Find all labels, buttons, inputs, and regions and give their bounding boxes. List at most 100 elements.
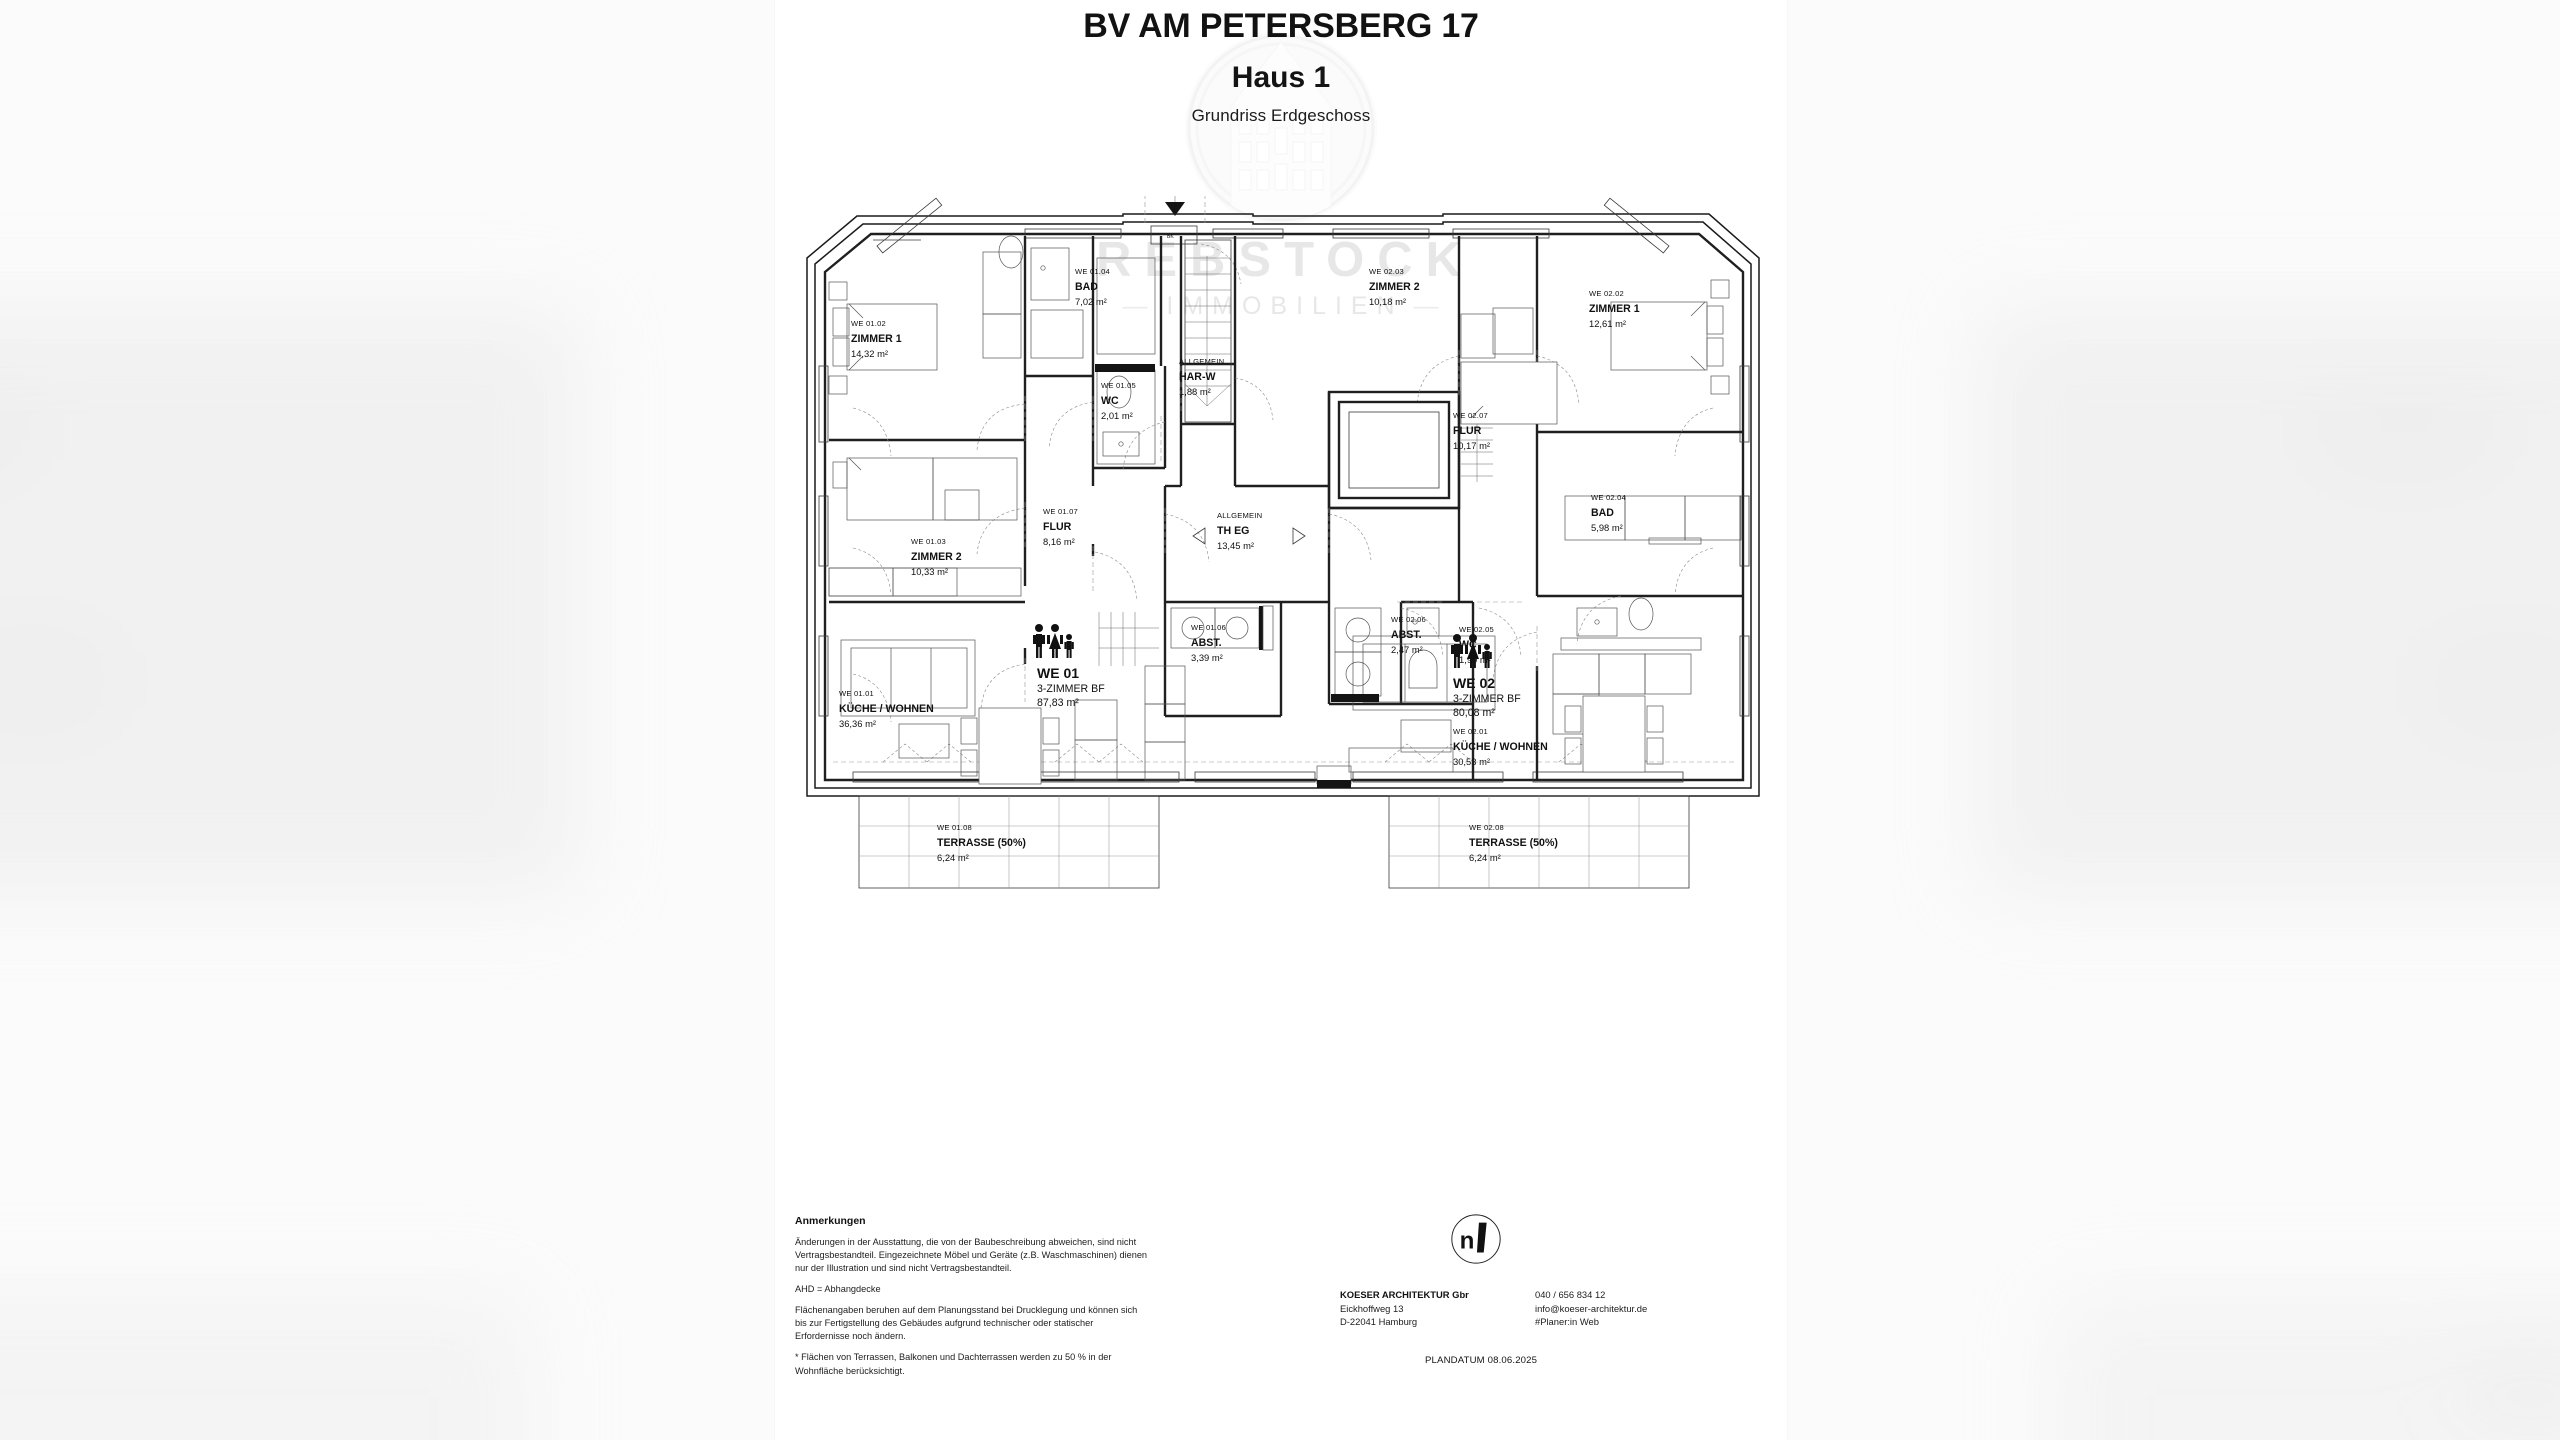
plan-date: PLANDATUM 08.06.2025 <box>1425 1355 1538 1366</box>
hatch-marks <box>1098 391 1493 666</box>
furniture-wc-we01 <box>1095 364 1156 465</box>
furniture-bath-we01 <box>998 235 1156 359</box>
room-area: 10,33 m² <box>911 566 948 577</box>
company-street: Eickhoffweg 13 <box>1340 1302 1404 1314</box>
notes-heading: Anmerkungen <box>795 1215 866 1227</box>
company-email[interactable]: info@koeser-architektur.de <box>1535 1302 1648 1314</box>
room-code: WE 01.01 <box>839 689 874 698</box>
title-block: BV AM PETERSBERG 17 Haus 1 Grundriss Erd… <box>775 7 1787 126</box>
room-name: ZIMMER 1 <box>851 333 902 345</box>
room-label-we0207: WE 02.07 FLUR 10,17 m² <box>1453 411 1490 451</box>
room-label-har-w: ALLGEMEIN HAR-W 1,88 m² <box>1179 357 1224 397</box>
room-code: WE 01.06 <box>1191 623 1226 632</box>
room-label-we0101: WE 01.01 KÜCHE / WOHNEN 36,36 m² <box>839 689 934 729</box>
room-code: WE 02.07 <box>1453 411 1488 420</box>
family-pictogram-icon <box>1451 634 1492 668</box>
note-paragraph-3: Flächenangaben beruhen auf dem Planungss… <box>795 1305 1138 1342</box>
appliances-abst <box>1170 605 1440 702</box>
note-paragraph-2: AHD = Abhangdecke <box>795 1284 881 1295</box>
page-subtitle: Haus 1 <box>1231 61 1331 95</box>
room-label-we0206: WE 02.06 ABST. 2,47 m² <box>1391 615 1426 655</box>
room-code: WE 02.03 <box>1369 267 1404 276</box>
room-label-we0203: WE 02.03 ZIMMER 2 10,18 m² <box>1369 267 1420 307</box>
company-name: KOESER ARCHITEKTUR Gbr <box>1340 1289 1469 1300</box>
unit-type: 3-ZIMMER BF <box>1037 683 1105 695</box>
room-code: WE 02.02 <box>1589 289 1624 298</box>
room-area: 10,17 m² <box>1453 440 1490 451</box>
room-name: BAD <box>1075 281 1098 293</box>
room-area: 14,32 m² <box>851 348 888 359</box>
notes-block: Anmerkungen Änderungen in der Ausstattun… <box>795 1215 1150 1386</box>
room-name: ZIMMER 1 <box>1589 303 1640 315</box>
staircase <box>1184 239 1232 423</box>
bk-entry: BK <box>1144 196 1242 285</box>
room-label-we0103: WE 01.03 ZIMMER 2 10,33 m² <box>911 537 962 577</box>
family-pictogram-icon <box>1033 624 1074 658</box>
room-label-we0105: WE 01.05 WC 2,01 m² <box>1101 381 1136 421</box>
page-title: BV AM PETERSBERG 17 <box>1083 7 1479 45</box>
room-label-we0202: WE 02.02 ZIMMER 1 12,61 m² <box>1589 289 1640 329</box>
company-city: D-22041 Hamburg <box>1340 1316 1418 1328</box>
unit-area: 80,08 m² <box>1453 707 1495 719</box>
room-name: FLUR <box>1043 521 1072 533</box>
lift-shaft <box>1337 400 1451 500</box>
room-code: WE 01.03 <box>911 537 946 546</box>
entrance-arrow-icon <box>1165 202 1185 216</box>
room-label-we0204: WE 02.04 BAD 5,98 m² <box>1591 493 1626 533</box>
svg-text:BK: BK <box>1167 234 1174 240</box>
company-web[interactable]: #Planer:in Web <box>1535 1316 1599 1328</box>
room-code: WE 02.04 <box>1591 493 1626 502</box>
room-area: 13,45 m² <box>1217 540 1254 551</box>
room-name: WC <box>1101 395 1119 407</box>
unit-area: 87,83 m² <box>1037 697 1079 709</box>
room-name: FLUR <box>1453 425 1482 437</box>
room-label-we0208: WE 02.08 TERRASSE (50%) 6,24 m² <box>1469 823 1558 863</box>
room-name: ZIMMER 2 <box>1369 281 1420 293</box>
room-label-we0106: WE 01.06 ABST. 3,39 m² <box>1191 623 1226 663</box>
room-code: WE 02.08 <box>1469 823 1504 832</box>
room-name: ABST. <box>1391 629 1422 641</box>
room-area: 8,16 m² <box>1043 536 1075 547</box>
room-name: HAR-W <box>1179 371 1215 383</box>
terrace-we02 <box>1388 795 1690 889</box>
room-name: TERRASSE (50%) <box>1469 837 1558 849</box>
room-code: WE 01.07 <box>1043 507 1078 516</box>
room-area: 1,88 m² <box>1179 386 1211 397</box>
th-eg-direction-arrows <box>1192 527 1306 545</box>
room-area: 6,24 m² <box>937 852 969 863</box>
room-label-th-eg: ALLGEMEIN TH EG 13,45 m² <box>1217 511 1262 551</box>
room-code: WE 01.04 <box>1075 267 1110 276</box>
building-envelope <box>806 213 1760 797</box>
room-name: TH EG <box>1217 525 1249 537</box>
architect-logo-icon: n <box>1451 1214 1501 1264</box>
room-area: 36,36 m² <box>839 718 876 729</box>
door-swings <box>852 355 1714 723</box>
room-area: 3,39 m² <box>1191 652 1223 663</box>
furniture-we02 <box>1348 279 1742 773</box>
room-label-we0201: WE 02.01 KÜCHE / WOHNEN 30,53 m² <box>1453 727 1548 767</box>
floor-label: Grundriss Erdgeschoss <box>1191 106 1371 126</box>
room-label-we0107: WE 01.07 FLUR 8,16 m² <box>1043 507 1078 547</box>
door-openings <box>1024 350 1538 702</box>
room-area: 7,02 m² <box>1075 296 1107 307</box>
unit-summary-we02: WE 02 3-ZIMMER BF 80,08 m² <box>1451 634 1521 719</box>
unit-id: WE 02 <box>1453 675 1495 691</box>
room-name: ABST. <box>1191 637 1222 649</box>
room-area: 5,98 m² <box>1591 522 1623 533</box>
terrace-we01 <box>858 795 1160 889</box>
room-area: 10,18 m² <box>1369 296 1406 307</box>
room-code: WE 01.05 <box>1101 381 1136 390</box>
room-name: BAD <box>1591 507 1614 519</box>
room-label-we0108: WE 01.08 TERRASSE (50%) 6,24 m² <box>937 823 1026 863</box>
unit-type: 3-ZIMMER BF <box>1453 693 1521 705</box>
floor-plan-drawing: BK <box>806 196 1760 889</box>
room-area: 30,53 m² <box>1453 756 1490 767</box>
room-code: WE 02.05 <box>1459 625 1494 634</box>
room-area: 2,47 m² <box>1391 644 1423 655</box>
room-code: ALLGEMEIN <box>1179 357 1224 366</box>
svg-text:n: n <box>1460 1228 1475 1255</box>
room-name: TERRASSE (50%) <box>937 837 1026 849</box>
room-label-we0104: WE 01.04 BAD 7,02 m² <box>1075 267 1110 307</box>
